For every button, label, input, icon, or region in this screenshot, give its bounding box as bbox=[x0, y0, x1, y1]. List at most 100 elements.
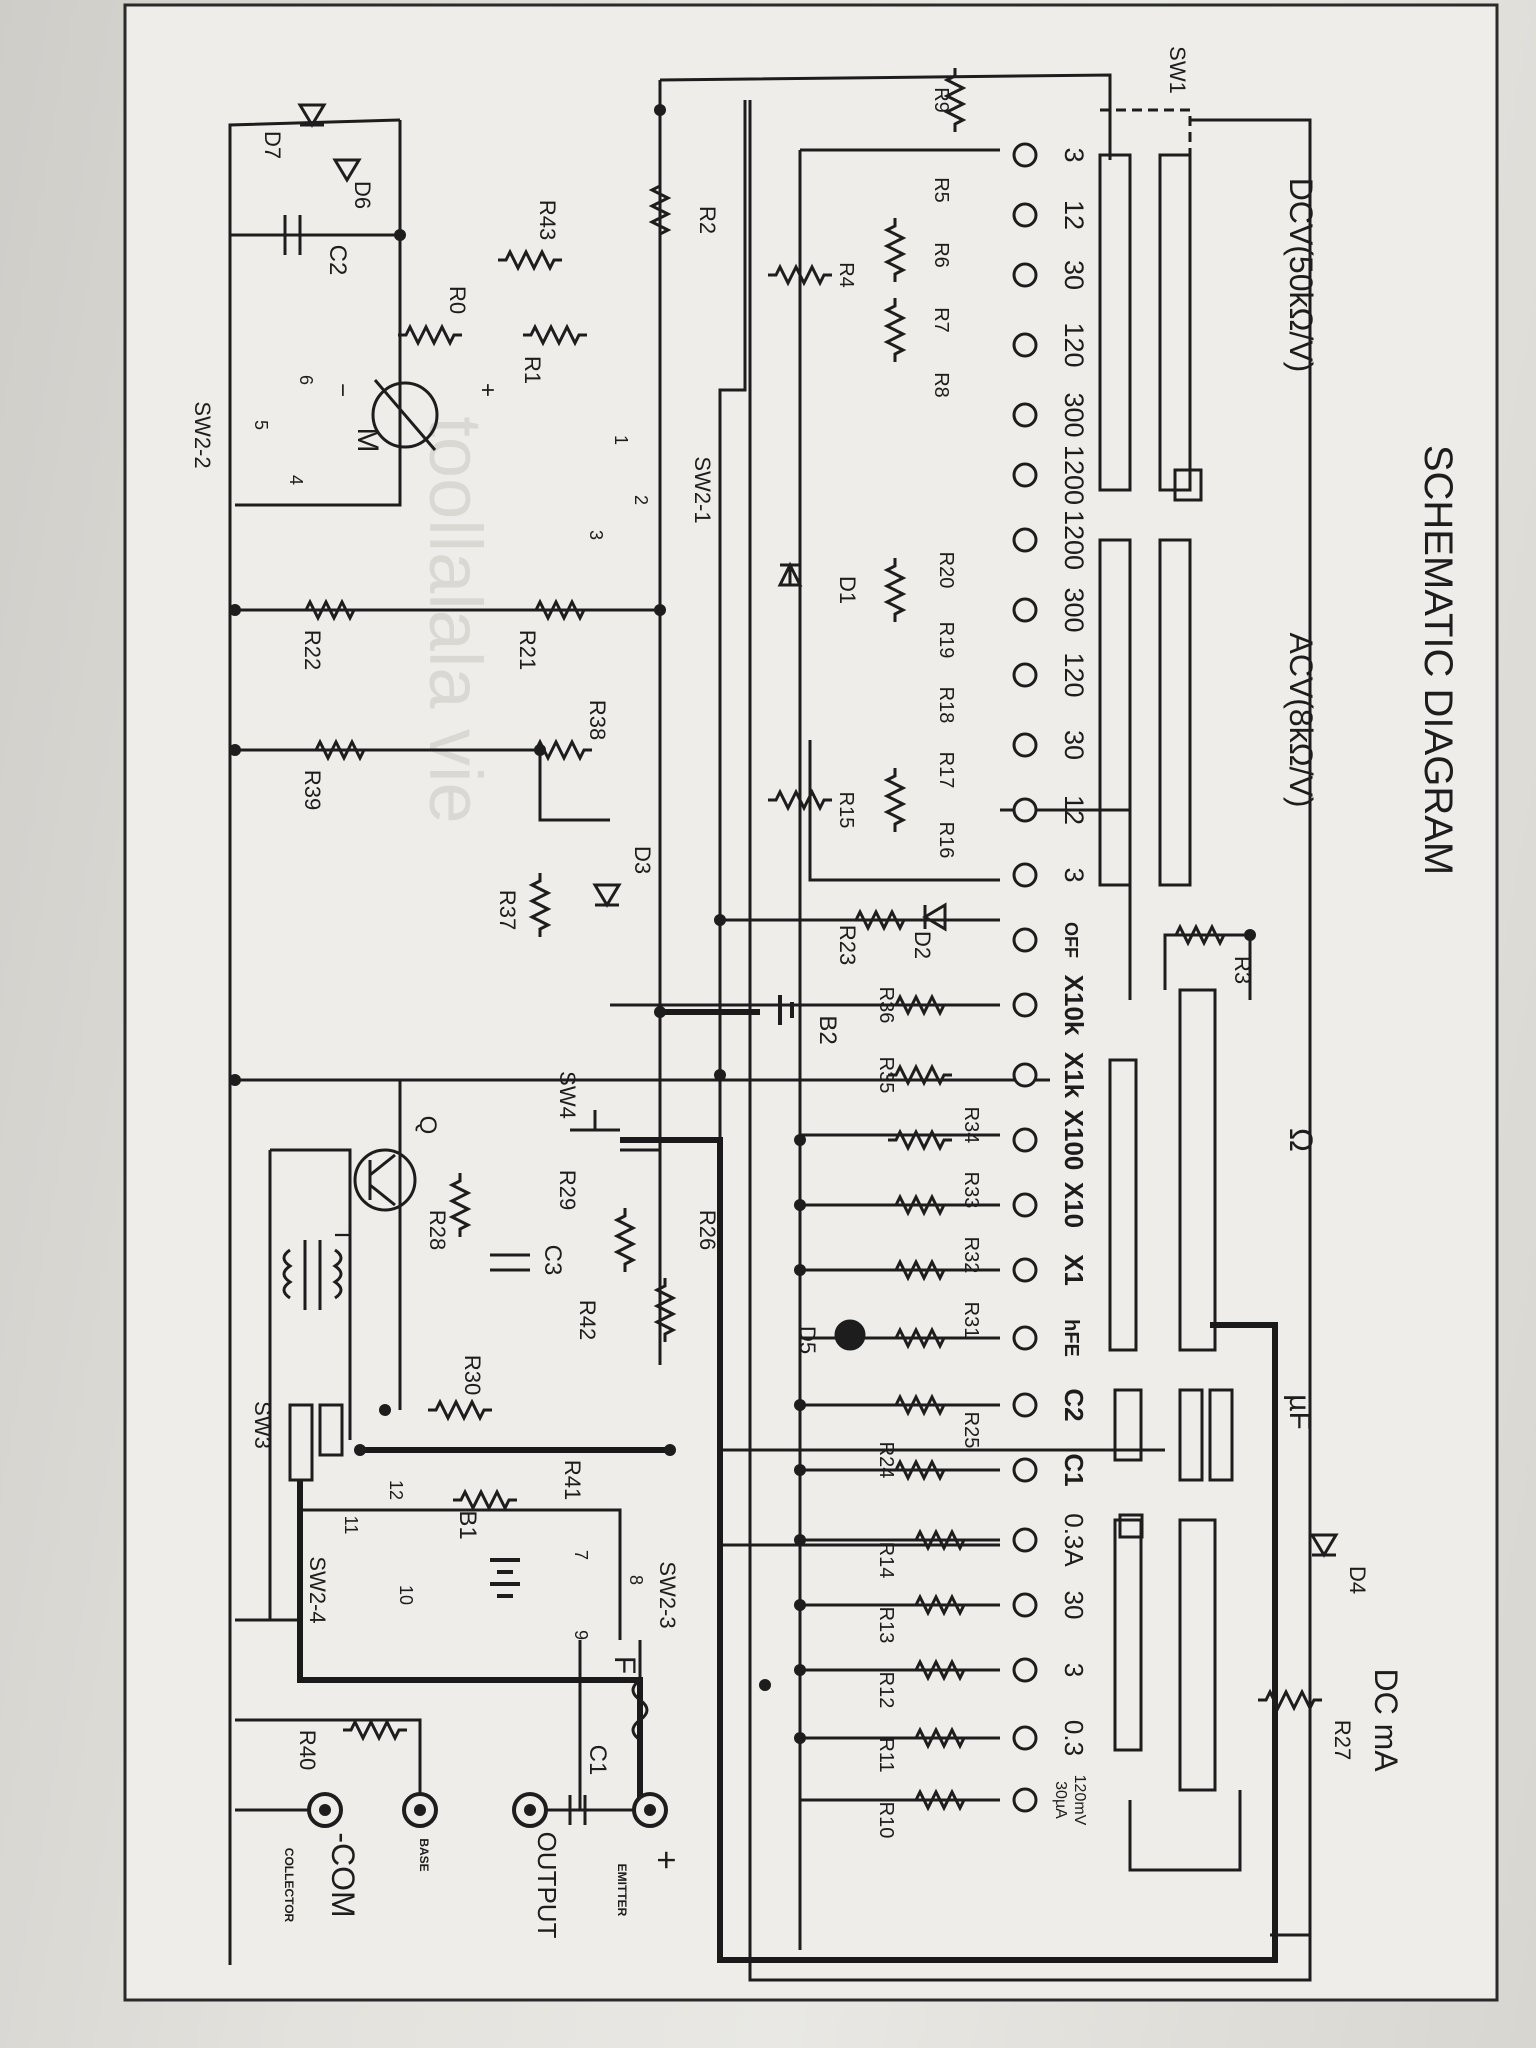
dcv-range-label: 120 bbox=[1059, 322, 1089, 367]
dcv-range-contacts bbox=[1012, 142, 1038, 488]
dcv-contact[interactable] bbox=[1012, 462, 1038, 488]
pin-6: 6 bbox=[296, 375, 316, 385]
r2-label: R2 bbox=[695, 206, 720, 234]
r1-label: R1 bbox=[520, 356, 545, 384]
dcv-contact[interactable] bbox=[1012, 142, 1038, 168]
mode-contact[interactable] bbox=[1012, 992, 1038, 1018]
r28-label: R28 bbox=[425, 1210, 450, 1250]
acv-contact[interactable] bbox=[1012, 597, 1038, 623]
acv-contact[interactable] bbox=[1012, 662, 1038, 688]
mode-contact[interactable] bbox=[1012, 1192, 1038, 1218]
diode-d7 bbox=[297, 103, 327, 128]
transistor-q bbox=[353, 1148, 417, 1212]
r3-label: R3 bbox=[1230, 956, 1255, 984]
meter-label: M bbox=[351, 428, 384, 453]
r30-label: R30 bbox=[460, 1355, 485, 1395]
dcv-contact[interactable] bbox=[1012, 202, 1038, 228]
com-collector-jack[interactable] bbox=[307, 1792, 343, 1828]
r40-label: R40 bbox=[295, 1730, 320, 1770]
sw4-label: SW4 bbox=[555, 1071, 580, 1119]
acv-contact[interactable] bbox=[1012, 862, 1038, 888]
pin-7: 7 bbox=[571, 1550, 591, 1560]
diode-d6 bbox=[332, 158, 362, 183]
mode-contact[interactable] bbox=[1012, 1062, 1038, 1088]
watermark: toollalala vie bbox=[414, 416, 497, 823]
pin-12: 12 bbox=[386, 1480, 406, 1500]
sw3-slide bbox=[288, 1403, 344, 1482]
diode-d1 bbox=[777, 561, 803, 587]
diode-d5-led bbox=[834, 1319, 866, 1351]
ma-range-label-120mv: 120mV bbox=[1071, 1775, 1088, 1826]
r21-label: R21 bbox=[515, 630, 540, 670]
pin-1: 1 bbox=[611, 435, 631, 445]
resistor-label: R14 bbox=[875, 1542, 897, 1579]
mode-contact[interactable] bbox=[1012, 1392, 1038, 1418]
plus-terminal-label: + bbox=[647, 1850, 685, 1870]
ma-contact[interactable] bbox=[1012, 1787, 1038, 1813]
section-dcv: DCV(50kΩ/V) bbox=[1283, 178, 1319, 373]
r0-label: R0 bbox=[445, 286, 470, 314]
dcv-contact[interactable] bbox=[1012, 262, 1038, 288]
acv-resistors: R20 R19 R18 R17 R16 R15 bbox=[766, 552, 957, 858]
pin-4: 4 bbox=[286, 475, 306, 485]
ma-contact[interactable] bbox=[1012, 1725, 1038, 1751]
sheet-frame bbox=[123, 3, 1499, 2002]
q-label: Q bbox=[414, 1116, 441, 1135]
r26-label: R26 bbox=[695, 1210, 720, 1250]
ma-contact[interactable] bbox=[1012, 1592, 1038, 1618]
resistor-label: R17 bbox=[935, 752, 957, 789]
diode-d2 bbox=[922, 902, 947, 932]
section-acv: ACV(8kΩ/V) bbox=[1283, 632, 1319, 807]
base-jack[interactable] bbox=[402, 1792, 438, 1828]
acv-range-contacts bbox=[1012, 527, 1038, 888]
mode-contact[interactable] bbox=[1012, 1127, 1038, 1153]
ma-range-label: 3 bbox=[1059, 1663, 1089, 1677]
d3-label: D3 bbox=[630, 846, 655, 874]
sw2-3-label: SW2-3 bbox=[655, 1561, 680, 1628]
acv-contact[interactable] bbox=[1012, 732, 1038, 758]
ma-range-label: 0.3 bbox=[1059, 1720, 1089, 1756]
c2-label: C2 bbox=[324, 245, 351, 276]
mode-contact[interactable] bbox=[1012, 1457, 1038, 1483]
pin-10: 10 bbox=[396, 1585, 416, 1605]
mode-contact[interactable] bbox=[1012, 927, 1038, 953]
c3-label: C3 bbox=[539, 1245, 566, 1276]
sw2-1-label: SW2-1 bbox=[690, 456, 715, 523]
ma-contact[interactable] bbox=[1012, 1657, 1038, 1683]
dcv-contact[interactable] bbox=[1012, 332, 1038, 358]
diode-d3 bbox=[592, 883, 622, 908]
junction-dots bbox=[229, 104, 1256, 1744]
r39-label: R39 bbox=[300, 770, 325, 810]
mode-range-labels: OFF X10k X1k X100 X10 X1 hFE C2 C1 bbox=[1059, 922, 1089, 1487]
d2-label: D2 bbox=[910, 931, 935, 959]
output-jack[interactable] bbox=[512, 1792, 548, 1828]
mode-range-label: OFF bbox=[1061, 922, 1081, 958]
mode-contact[interactable] bbox=[1012, 1257, 1038, 1283]
thick-wiring bbox=[297, 1009, 1278, 1963]
acv-contact[interactable] bbox=[1012, 527, 1038, 553]
ma-contact[interactable] bbox=[1012, 1527, 1038, 1553]
mode-range-label: X10k bbox=[1059, 975, 1089, 1036]
dcv-range-label: 300 bbox=[1059, 392, 1089, 437]
r23-label: R23 bbox=[835, 925, 860, 965]
resistor-label: R25 bbox=[960, 1412, 982, 1449]
ma-range-label: 0.3A bbox=[1059, 1513, 1089, 1567]
base-label: BASE bbox=[417, 1838, 431, 1871]
t-label: T bbox=[329, 1228, 356, 1243]
r41-label: R41 bbox=[560, 1460, 585, 1500]
diagram-title: SCHEMATIC DIAGRAM bbox=[1416, 445, 1460, 875]
section-ohm: Ω bbox=[1283, 1128, 1319, 1152]
acv-contact[interactable] bbox=[1012, 797, 1038, 823]
plus-emitter-jack[interactable] bbox=[632, 1792, 668, 1828]
dcv-contact[interactable] bbox=[1012, 402, 1038, 428]
components bbox=[282, 215, 794, 1825]
acv-range-label: 1200 bbox=[1059, 510, 1089, 570]
r37-label: R37 bbox=[495, 890, 520, 930]
mode-contact[interactable] bbox=[1012, 1325, 1038, 1351]
capacitor-c3 bbox=[490, 1253, 530, 1272]
sw1-label: SW1 bbox=[1165, 46, 1190, 94]
resistor-label: R15 bbox=[835, 792, 857, 829]
r43-label: R43 bbox=[535, 200, 560, 240]
switch-strips bbox=[1098, 153, 1234, 1792]
